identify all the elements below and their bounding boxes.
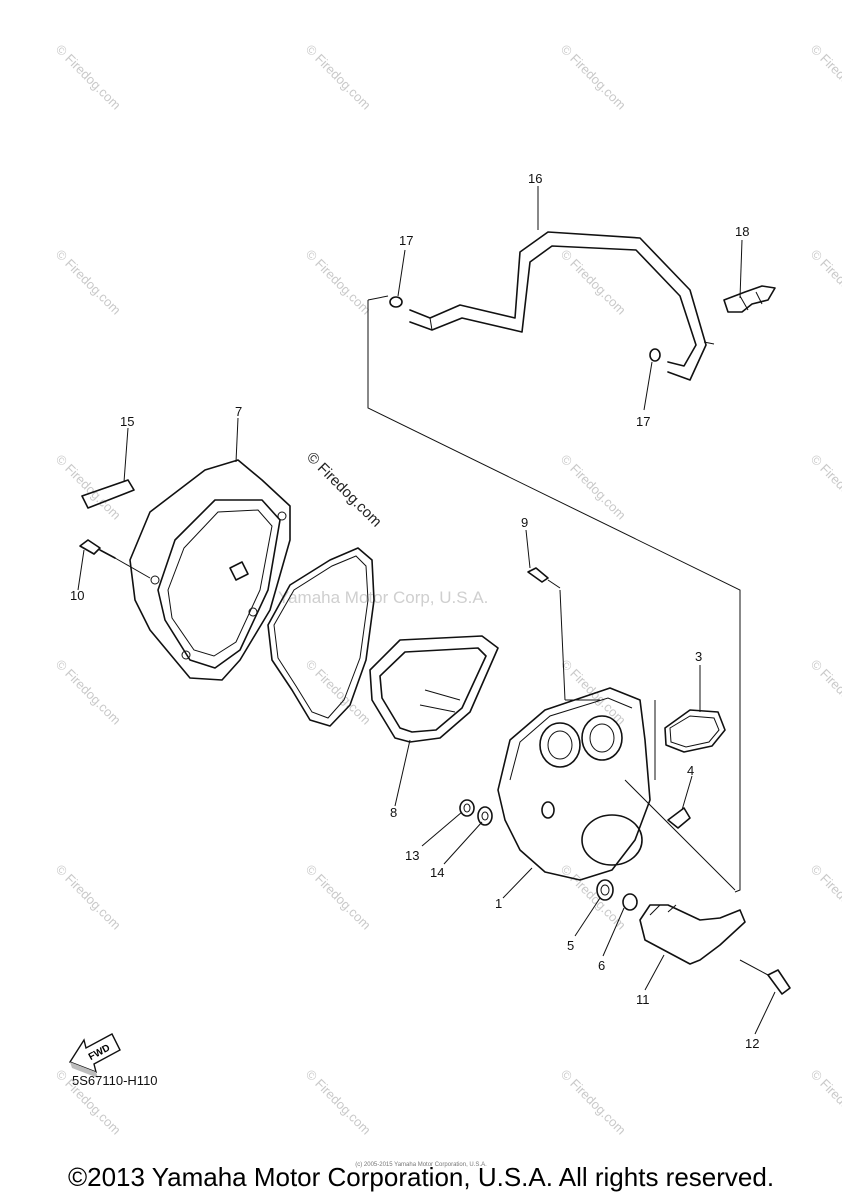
- tiny-credit: (c) 2005-2015 Yamaha Motor Corporation, …: [355, 1162, 487, 1168]
- part-15-seal: [81, 479, 135, 509]
- watermark: © Firedog.com: [53, 452, 124, 523]
- watermark: © Firedog.com: [558, 452, 629, 523]
- callout-18: 18: [735, 224, 749, 239]
- callout-11: 11: [636, 992, 650, 1007]
- callout-8: 8: [390, 805, 397, 820]
- callout-1: 1: [495, 896, 502, 911]
- callout-4: 4: [687, 763, 694, 778]
- callout-13: 13: [405, 848, 419, 863]
- watermark: © Firedog.com: [303, 42, 374, 113]
- part-18-clamp: [723, 285, 776, 313]
- part-9-bolt: [527, 567, 561, 589]
- part-16-hose: [409, 231, 715, 381]
- part-7-cover: [129, 459, 291, 681]
- watermark: © Firedog.com: [808, 862, 842, 933]
- part-17-clip-a: [389, 296, 403, 308]
- assembly-frame: [367, 295, 741, 893]
- part-5-grommet: [596, 879, 614, 901]
- watermark: © Firedog.com: [53, 247, 124, 318]
- watermark-center: © Firedog.com: [303, 449, 385, 531]
- part-6-collar: [622, 893, 638, 911]
- part-11-bracket: [639, 904, 746, 965]
- part-14-washer: [477, 806, 493, 826]
- part-10-bolt: [79, 539, 151, 579]
- leader-lines: [77, 186, 776, 1035]
- callout-7: 7: [235, 404, 242, 419]
- callout-15: 15: [120, 414, 134, 429]
- watermark: © Firedog.com: [303, 862, 374, 933]
- callout-10: 10: [70, 588, 84, 603]
- part-17-clip-b: [649, 348, 661, 362]
- part-13-grommet: [459, 799, 475, 817]
- watermark: © Firedog.com: [808, 452, 842, 523]
- callout-5: 5: [567, 938, 574, 953]
- watermark: © Firedog.com: [558, 247, 629, 318]
- watermark: © Firedog.com: [303, 1067, 374, 1138]
- watermark: © Firedog.com: [303, 247, 374, 318]
- watermark: © Firedog.com: [53, 42, 124, 113]
- part-12-bolt: [739, 959, 791, 995]
- watermark: © Firedog.com: [808, 657, 842, 728]
- callout-17-top: 17: [399, 233, 413, 248]
- watermark: © Firedog.com: [808, 1067, 842, 1138]
- callout-6: 6: [598, 958, 605, 973]
- callout-9: 9: [521, 515, 528, 530]
- part-4-clip: [667, 807, 691, 829]
- callout-3: 3: [695, 649, 702, 664]
- watermark: © Firedog.com: [53, 862, 124, 933]
- drawing-code: 5S67110-H110: [72, 1073, 158, 1088]
- callout-17-bottom: 17: [636, 414, 650, 429]
- part-2-gasket: [267, 547, 375, 727]
- watermark: © Firedog.com: [808, 247, 842, 318]
- watermark-maker: Yamaha Motor Corp, U.S.A.: [278, 588, 488, 607]
- callout-12: 12: [745, 1036, 759, 1051]
- watermark: © Firedog.com: [558, 42, 629, 113]
- callout-14: 14: [430, 865, 444, 880]
- part-8-element: [369, 635, 499, 743]
- watermark: © Firedog.com: [808, 42, 842, 113]
- fwd-arrow-icon: FWD: [68, 1033, 121, 1078]
- callout-labels: 16 17 17 18 15 7 9 10 3 4 8 13 14 1 5 6 …: [70, 171, 759, 1051]
- part-3-oring: [664, 709, 726, 753]
- watermark: © Firedog.com: [53, 657, 124, 728]
- watermark: © Firedog.com: [558, 1067, 629, 1138]
- copyright-notice: ©2013 Yamaha Motor Corporation, U.S.A. A…: [67, 1162, 775, 1192]
- callout-16: 16: [528, 171, 542, 186]
- part-1-case: [497, 687, 651, 881]
